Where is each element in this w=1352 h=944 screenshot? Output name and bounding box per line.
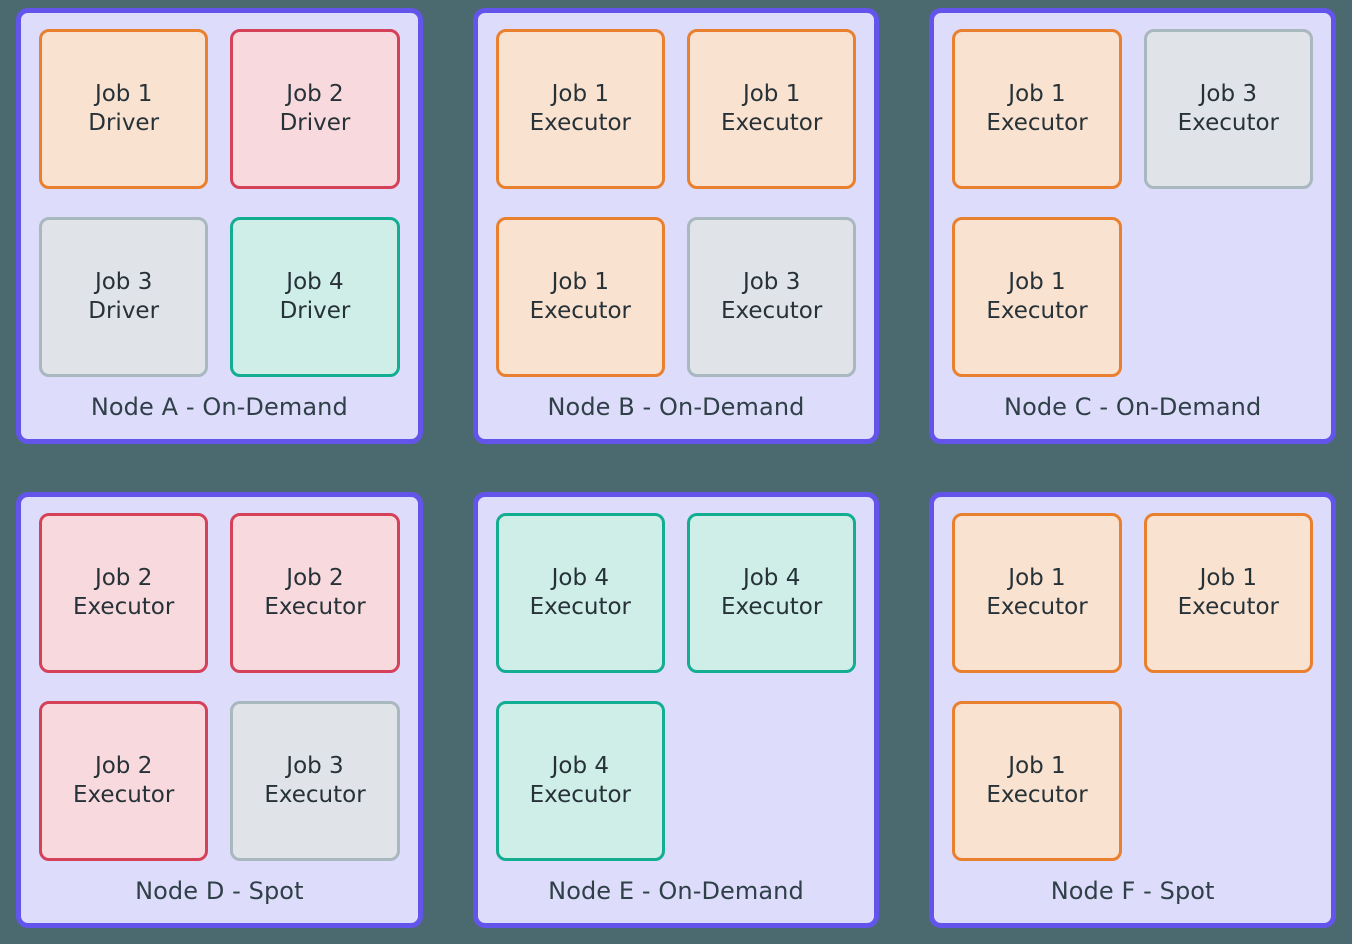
job-card[interactable]: Job 2 Executor [230, 513, 400, 673]
job-card-role-label: Driver [279, 298, 351, 324]
job-card-job-label: Job 2 [94, 564, 153, 591]
job-card[interactable]: Job 1 Executor [952, 513, 1122, 673]
job-card-job-label: Job 1 [1008, 268, 1066, 295]
job-card-job-label: Job 1 [1008, 80, 1066, 107]
job-card-job-label: Job 1 [551, 80, 610, 107]
job-card-job-label: Job 4 [551, 752, 610, 779]
job-card-role-label: Driver [279, 110, 351, 136]
job-card-role-label: Executor [264, 594, 366, 620]
job-card[interactable]: Job 3 Executor [1143, 29, 1313, 189]
empty-slot [1144, 217, 1313, 377]
job-card[interactable]: Job 1 Driver [39, 29, 209, 189]
job-card-role-label: Executor [529, 782, 631, 808]
job-card[interactable]: Job 2 Executor [39, 513, 209, 673]
job-card[interactable]: Job 1 Executor [495, 29, 665, 189]
node-label: Node A - On-Demand [90, 393, 348, 421]
job-card-job-label: Job 4 [286, 268, 344, 295]
job-card-job-label: Job 3 [742, 268, 801, 295]
job-card[interactable]: Job 2 Driver [230, 29, 400, 189]
job-card-role-label: Executor [986, 594, 1088, 620]
job-card[interactable]: Job 1 Executor [952, 217, 1122, 377]
job-card-job-label: Job 3 [286, 752, 344, 779]
node-label: Node F - Spot [1050, 877, 1215, 905]
job-card[interactable]: Job 4 Executor [495, 701, 665, 861]
empty-slot [687, 701, 856, 861]
job-card[interactable]: Job 4 Driver [230, 217, 400, 377]
job-card[interactable]: Job 1 Executor [686, 29, 857, 189]
job-card-job-label: Job 3 [1199, 80, 1258, 107]
node-label: Node C - On-Demand [1004, 393, 1262, 421]
job-card-job-label: Job 1 [1199, 564, 1258, 591]
job-card[interactable]: Job 3 Executor [686, 217, 857, 377]
job-card[interactable]: Job 1 Executor [1143, 513, 1313, 673]
job-card-job-label: Job 1 [94, 80, 153, 107]
empty-slot [1144, 701, 1313, 861]
job-card-role-label: Driver [88, 298, 160, 324]
job-card-role-label: Executor [72, 594, 175, 620]
job-card-role-label: Executor [720, 110, 823, 136]
job-card-job-label: Job 1 [1008, 564, 1066, 591]
job-card-job-label: Job 3 [94, 268, 153, 295]
job-card[interactable]: Job 2 Executor [39, 701, 209, 861]
node-label: Node B - On-Demand [547, 393, 805, 421]
node-label: Node E - On-Demand [548, 877, 804, 905]
job-card-role-label: Executor [529, 594, 631, 620]
job-card[interactable]: Job 4 Executor [495, 513, 665, 673]
job-card-role-label: Executor [72, 782, 175, 808]
job-card[interactable]: Job 4 Executor [686, 513, 857, 673]
job-card-role-label: Executor [986, 110, 1088, 136]
job-card-job-label: Job 4 [742, 564, 801, 591]
job-card-role-label: Executor [529, 110, 631, 136]
job-card-role-label: Executor [720, 298, 823, 324]
job-card-role-label: Executor [1177, 110, 1279, 136]
job-card-role-label: Executor [986, 782, 1088, 808]
job-card-role-label: Executor [1177, 594, 1279, 620]
job-card-job-label: Job 1 [551, 268, 610, 295]
job-card-job-label: Job 2 [94, 752, 153, 779]
job-card-role-label: Driver [88, 110, 160, 136]
job-card-job-label: Job 2 [286, 564, 344, 591]
job-card-job-label: Job 1 [742, 80, 801, 107]
job-card-role-label: Executor [720, 594, 823, 620]
job-card-job-label: Job 1 [1008, 752, 1066, 779]
node-label: Node D - Spot [135, 877, 304, 905]
job-card-role-label: Executor [529, 298, 631, 324]
job-card-job-label: Job 2 [286, 80, 344, 107]
job-card-role-label: Executor [264, 782, 366, 808]
job-card-role-label: Executor [986, 298, 1088, 324]
job-card-job-label: Job 4 [551, 564, 610, 591]
job-card[interactable]: Job 1 Executor [495, 217, 665, 377]
job-card[interactable]: Job 3 Executor [230, 701, 400, 861]
job-card[interactable]: Job 1 Executor [952, 29, 1122, 189]
job-card[interactable]: Job 1 Executor [952, 701, 1122, 861]
job-card[interactable]: Job 3 Driver [39, 217, 209, 377]
